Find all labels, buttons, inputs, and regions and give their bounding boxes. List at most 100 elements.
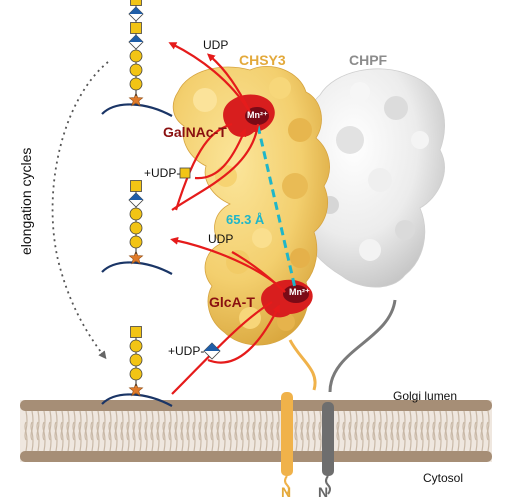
lipid-tail (378, 421, 382, 452)
lipid-tail (480, 421, 484, 452)
mn-ion-bottom (283, 285, 309, 303)
lipid-tail (486, 421, 490, 452)
galactose-circle-icon (129, 235, 143, 249)
lipid-tail (372, 421, 376, 452)
lipid-tail (294, 421, 298, 452)
galnac-square-icon (130, 180, 142, 192)
lipid-tail (204, 421, 208, 452)
membrane-lipid-tails (24, 410, 490, 452)
lipid-tail (264, 421, 268, 452)
lipid-tail (228, 421, 232, 452)
lipid-tail (306, 421, 310, 452)
lipid-tail (144, 421, 148, 452)
lipid-tail (426, 421, 430, 452)
lipid-tail (54, 421, 58, 452)
arrow-udp-top-release (168, 42, 251, 113)
distance-line (256, 125, 297, 289)
lipid-tail (312, 421, 316, 452)
lipid-tail (384, 421, 388, 452)
glycan-chains (101, 0, 173, 407)
lipid-tail (366, 421, 370, 452)
lipid-tail (390, 421, 394, 452)
udp-top-label: UDP (203, 38, 229, 52)
lipid-tail (444, 421, 448, 452)
lipid-tail (348, 421, 352, 452)
arrow-udp-galnac-in (194, 128, 247, 180)
lipid-tail (336, 421, 340, 452)
galnac-t-active-site (223, 94, 275, 137)
lipid-tail (462, 421, 466, 452)
arrow-udp-mid-release-2 (231, 251, 286, 293)
galactose-circle-icon (129, 367, 143, 381)
udp-mid-label: UDP (208, 232, 234, 246)
lipid-tail (30, 421, 34, 452)
galactose-circle-icon (129, 221, 143, 235)
lipid-tail (72, 421, 76, 452)
lipid-tail (342, 421, 346, 452)
lipid-tail (150, 421, 154, 452)
lipid-tail (162, 421, 166, 452)
lipid-tail (66, 421, 70, 452)
lipid-tail (438, 421, 442, 452)
arrow-chain-glca (171, 301, 273, 395)
lipid-tail (48, 421, 52, 452)
lipid-tail (360, 421, 364, 452)
lipid-tail (468, 421, 472, 452)
lipid-tail (456, 421, 460, 452)
mn-ion-top (245, 107, 269, 125)
chpf-protein (292, 68, 445, 288)
lipid-tail (84, 421, 88, 452)
lipid-tail (210, 421, 214, 452)
chpf-label: CHPF (349, 52, 388, 68)
chpf-n-terminus-label: N (318, 484, 329, 500)
lipid-tail (216, 421, 220, 452)
membrane-top-leaflet (20, 400, 492, 411)
chsy3-n-terminus-label: N (281, 484, 292, 500)
lipid-tail (318, 421, 322, 452)
lipid-tail (402, 421, 406, 452)
lipid-tail (258, 421, 262, 452)
lipid-tail (156, 421, 160, 452)
lipid-tail (198, 421, 202, 452)
lipid-tail (222, 421, 226, 452)
lipid-tail (78, 421, 82, 452)
arrow-udp-glca-in (207, 304, 280, 364)
udp-glca-label: +UDP- (168, 344, 205, 358)
distance-label: 65.3 Å (226, 212, 265, 227)
golgi-lumen-label: Golgi lumen (393, 389, 458, 403)
lipid-tail (414, 421, 418, 452)
mn-top-label: Mn²⁺ (247, 110, 268, 120)
lipid-tail (168, 421, 172, 452)
lipid-tail (42, 421, 46, 452)
lipid-tail (174, 421, 178, 452)
lipid-tail (24, 421, 28, 452)
galnac-t-label: GalNAc-T (163, 124, 227, 140)
lipid-tail (90, 421, 94, 452)
galactose-circle-icon (129, 63, 143, 77)
galactose-circle-icon (129, 77, 143, 91)
udp-galnac-label: +UDP- (144, 166, 181, 180)
lipid-tail (432, 421, 436, 452)
glca-diamond-icon (129, 193, 143, 200)
mn-bottom-label: Mn²⁺ (289, 287, 310, 297)
lipid-tail (138, 421, 142, 452)
lipid-tail (36, 421, 40, 452)
glca-t-label: GlcA-T (209, 294, 255, 310)
lipid-tail (234, 421, 238, 452)
lipid-tail (126, 421, 130, 452)
arrow-chain-galnac-2 (171, 123, 260, 211)
golgi-membrane (20, 400, 492, 462)
lipid-tail (96, 421, 100, 452)
lipid-tail (102, 421, 106, 452)
glca-diamond-icon (129, 7, 143, 14)
lipid-tail (276, 421, 280, 452)
glca-diamond-icon (203, 342, 221, 360)
lipid-tail (300, 421, 304, 452)
arrow-udp-top-release-2 (206, 53, 251, 113)
galnac-square-icon (130, 22, 142, 34)
chpf-transmembrane-helix (322, 299, 397, 495)
peptide-backbone (101, 103, 173, 117)
lipid-tail (408, 421, 412, 452)
